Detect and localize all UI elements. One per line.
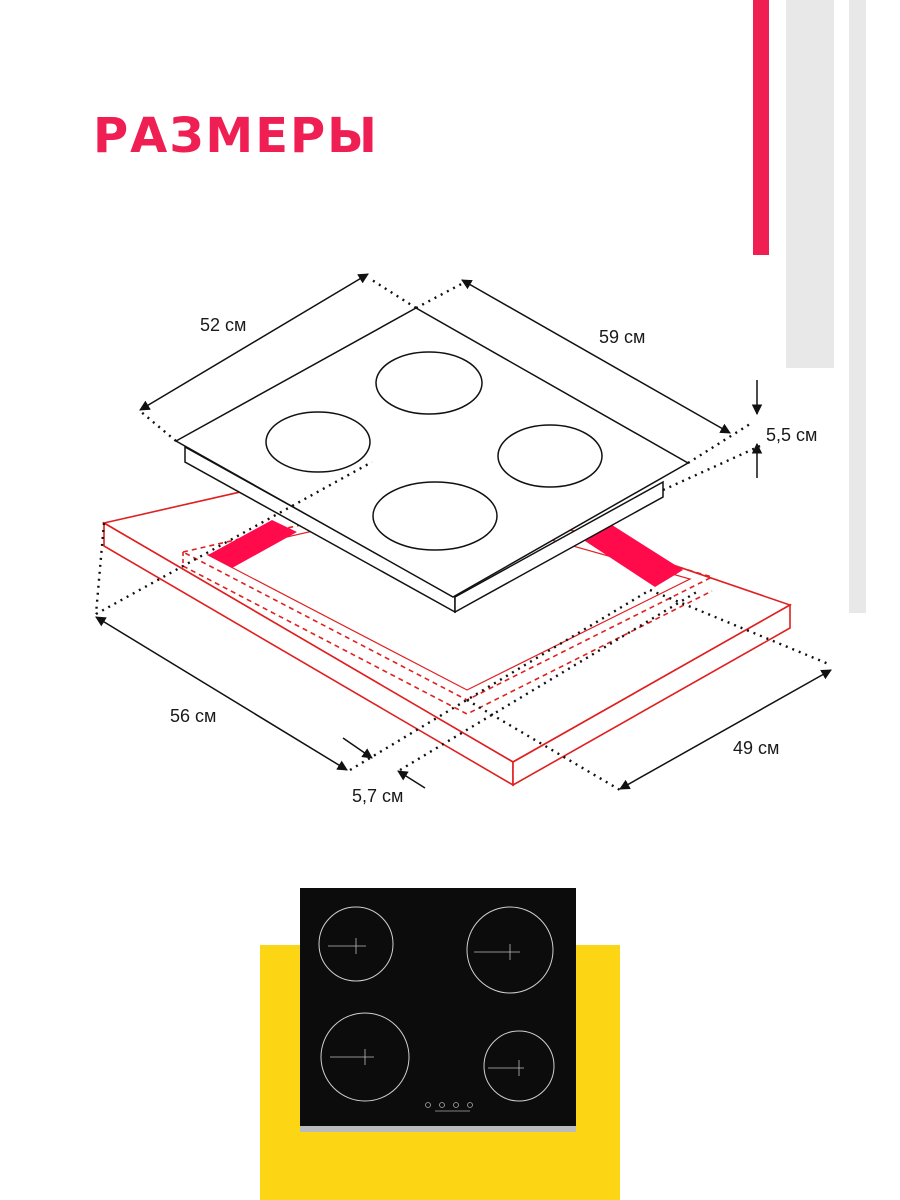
mount-strip-left	[208, 520, 297, 568]
decor-stripe-narrow	[849, 0, 866, 613]
dimension-arrows	[95, 273, 832, 790]
mount-strip-right	[585, 525, 683, 587]
decor-stripe-wide	[786, 0, 834, 368]
page-title: РАЗМЕРЫ	[93, 108, 379, 164]
photo-burner-marks	[328, 938, 524, 1076]
dim-label-thickness: 5,5 см	[766, 425, 817, 445]
dim-label-cutout-width: 56 см	[170, 706, 216, 726]
photo-burners	[318, 906, 555, 1102]
dim-label-width-top: 59 см	[599, 327, 645, 347]
dim-label-depth-top: 52 см	[200, 315, 246, 335]
cooktop-photo	[300, 888, 576, 1132]
control-buttons	[425, 1102, 473, 1112]
dim-label-edge-offset: 5,7 см	[352, 786, 403, 806]
dim-label-cutout-depth: 49 см	[733, 738, 779, 758]
accent-stripe	[753, 0, 769, 255]
dimension-diagram: 52 см 59 см 5,5 см 56 см 49 см 5,7 см	[94, 273, 832, 806]
extension-lines	[94, 278, 832, 792]
